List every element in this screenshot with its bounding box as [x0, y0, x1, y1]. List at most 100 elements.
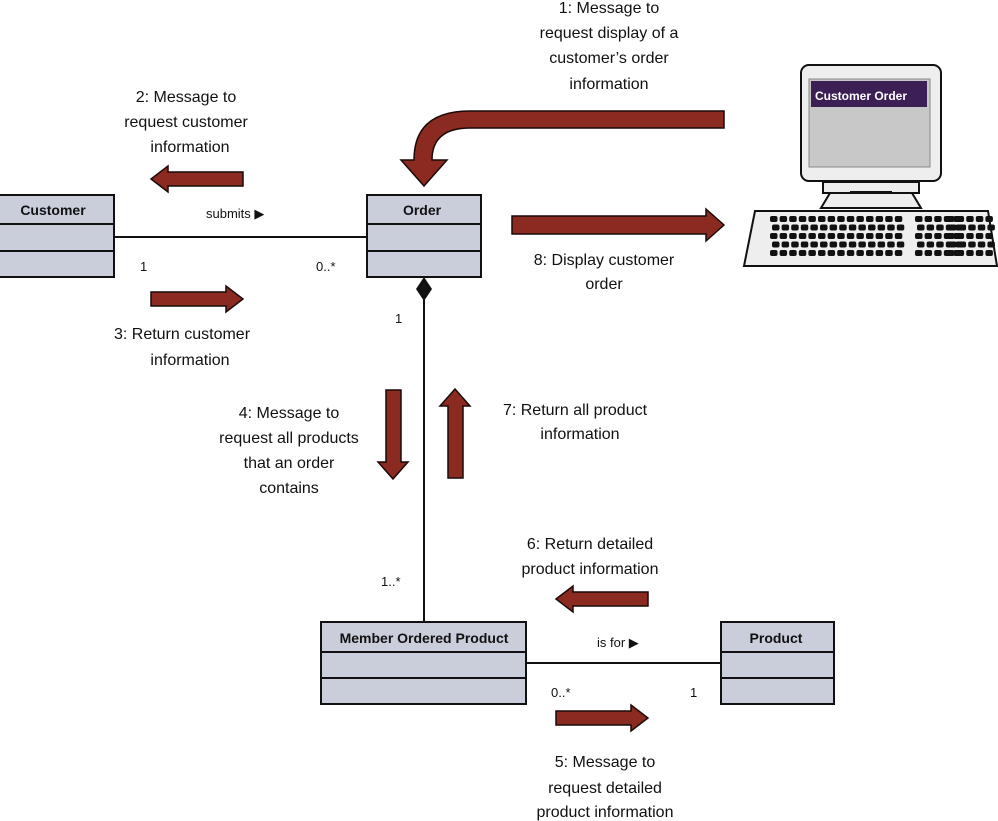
keyboard-key — [800, 224, 809, 231]
keyboard-key — [791, 224, 799, 231]
message-2-arrow — [149, 164, 244, 194]
message-1-label: 1: Message to request display of a custo… — [540, 0, 679, 93]
keyboard-key — [894, 216, 903, 222]
keyboard-key — [837, 233, 845, 239]
keyboard-key — [820, 241, 828, 248]
message-3-arrow — [150, 284, 245, 314]
svg-text:contains: contains — [259, 480, 319, 497]
keyboard-key — [896, 224, 905, 231]
message-6-label: 6: Return detailed product information — [522, 536, 659, 578]
keyboard-key — [949, 224, 957, 231]
keyboard-key — [934, 250, 942, 256]
message-3-label: 3: Return customer information — [114, 326, 251, 369]
svg-text:8: Display customer: 8: Display customer — [534, 252, 675, 269]
multiplicity-order-composition: 1 — [395, 311, 402, 326]
svg-text:information: information — [150, 352, 229, 369]
keyboard-key — [917, 241, 925, 248]
class-member-ordered-product[interactable]: Member Ordered Product — [320, 621, 527, 705]
keyboard-key — [808, 233, 816, 239]
svg-text:request customer: request customer — [124, 114, 248, 131]
keyboard-key — [956, 216, 965, 222]
keyboard-key — [985, 233, 993, 239]
keyboard-key — [924, 216, 933, 222]
keyboard-key — [926, 241, 935, 248]
svg-text:3: Return customer: 3: Return customer — [114, 326, 251, 343]
message-5-arrow — [555, 703, 650, 733]
keyboard-key — [885, 216, 893, 222]
keyboard-key — [868, 224, 876, 231]
keyboard-key — [856, 250, 864, 256]
keyboard-key — [894, 233, 903, 239]
keyboard-key — [848, 241, 857, 248]
svg-text:6: Return detailed: 6: Return detailed — [527, 536, 653, 553]
keyboard-key — [779, 216, 788, 222]
keyboard-key — [977, 224, 986, 231]
keyboard-key — [858, 241, 866, 248]
keyboard-key — [770, 216, 778, 222]
keyboard-key — [781, 224, 790, 231]
keyboard-key — [866, 250, 874, 256]
keyboard-key — [949, 241, 957, 248]
keyboard-key — [837, 250, 845, 256]
svg-text:product information: product information — [522, 561, 659, 578]
keyboard-key — [924, 233, 933, 239]
class-order[interactable]: Order — [366, 194, 482, 278]
svg-text:request display of a: request display of a — [540, 25, 679, 42]
keyboard-key — [968, 241, 976, 248]
svg-text:information: information — [540, 426, 619, 443]
keyboard-key — [779, 233, 788, 239]
keyboard-key — [947, 250, 955, 256]
class-name: Member Ordered Product — [340, 630, 509, 646]
keyboard-key — [975, 250, 984, 256]
message-6-arrow — [554, 584, 649, 614]
svg-text:information: information — [569, 76, 648, 93]
class-name: Order — [403, 202, 442, 218]
keyboard-key — [846, 216, 855, 222]
keyboard-key — [987, 241, 995, 248]
keyboard-key — [958, 241, 967, 248]
keyboard-key — [827, 250, 836, 256]
keyboard-key — [820, 224, 828, 231]
svg-text:order: order — [585, 276, 623, 293]
keyboard-key — [915, 250, 923, 256]
keyboard-key — [915, 233, 923, 239]
keyboard-key — [829, 224, 838, 231]
keyboard-key — [810, 224, 818, 231]
keyboard-key — [934, 216, 942, 222]
svg-text:product information: product information — [537, 804, 674, 821]
keyboard-key — [956, 250, 965, 256]
keyboard-key — [846, 233, 855, 239]
keyboard-key — [789, 250, 797, 256]
keyboard-key — [956, 233, 965, 239]
message-1-arrow — [399, 110, 725, 188]
keyboard-key — [856, 233, 864, 239]
keyboard-key — [800, 241, 809, 248]
class-product[interactable]: Product — [720, 621, 835, 705]
multiplicity-customer: 1 — [140, 259, 147, 274]
keyboard-key — [977, 241, 986, 248]
keyboard-key — [829, 241, 838, 248]
keyboard-key — [798, 216, 807, 222]
keyboard-key — [868, 241, 876, 248]
keyboard-key — [947, 233, 955, 239]
keyboard-key — [856, 216, 864, 222]
submits-label: submits ▶ — [206, 206, 264, 221]
class-customer[interactable]: Customer — [0, 194, 115, 278]
message-5-label: 5: Message to request detailed product i… — [537, 754, 674, 821]
keyboard-key — [887, 241, 895, 248]
keyboard-key — [848, 224, 857, 231]
keyboard-key — [966, 233, 974, 239]
keyboard-key — [985, 216, 993, 222]
svg-text:request detailed: request detailed — [548, 780, 662, 797]
keyboard-key — [837, 216, 845, 222]
keyboard-key — [875, 250, 884, 256]
keyboard-key — [808, 250, 816, 256]
keyboard-key — [987, 224, 995, 231]
keyboard-key — [936, 241, 944, 248]
keyboard-key — [885, 233, 893, 239]
keyboard-key — [810, 241, 818, 248]
keyboard-key — [798, 233, 807, 239]
keyboard-key — [818, 250, 826, 256]
keyboard-key — [885, 250, 893, 256]
